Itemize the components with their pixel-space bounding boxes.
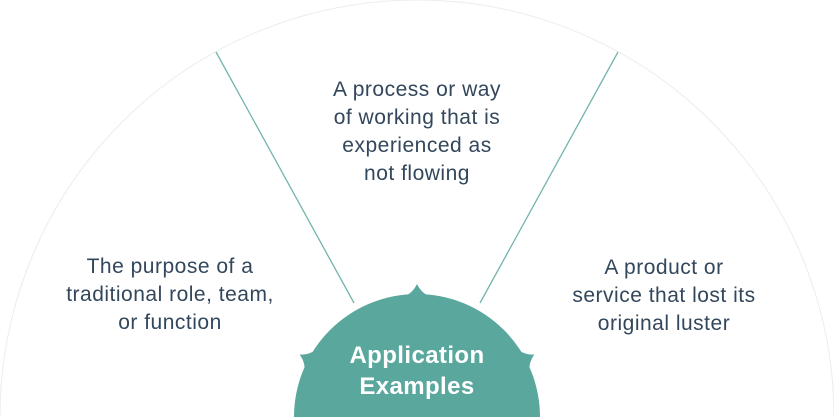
segment-label-right: A product or service that lost its origi… [572,256,756,335]
hub-point-right [512,344,535,379]
hub-label: Application Examples [349,342,485,400]
divider-line-left [215,51,355,304]
segment-label-top: A process or way of working that is expe… [333,78,501,185]
hub-point-left [299,344,322,379]
hub-point-top [398,284,436,299]
segment-label-left: The purpose of a traditional role, team,… [66,255,274,334]
hub-circle [294,294,540,417]
divider-line-right [479,51,619,304]
hub-shape [294,284,540,417]
